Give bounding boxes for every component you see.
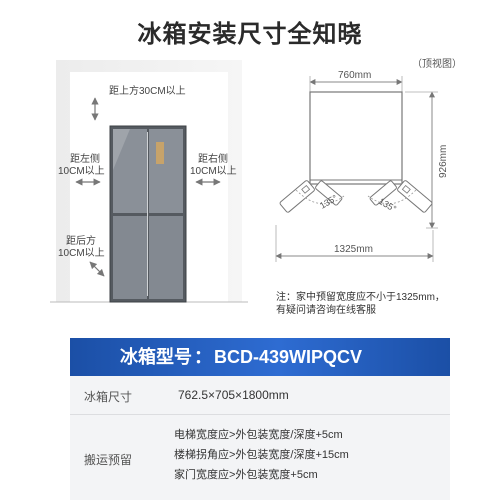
model-label: 冰箱型号 [120,347,192,367]
fridge-door-top-right [149,129,183,213]
fridge-sheen [113,129,130,170]
right-angle-label: 135° [377,196,398,214]
left-inner-door-open [315,180,343,206]
spec-row-transport: 搬运预留 电梯宽度应>外包装宽度/深度+5cm 楼梯拐角应>外包装宽度/深度+1… [70,414,450,501]
page-title: 冰箱安装尺寸全知晓 [137,21,363,48]
back-clearance-label-2: 10CM以上 [58,247,105,259]
model-separator: ： [194,347,212,367]
left-clearance-label-1: 距左侧 [70,152,100,165]
spec-table: 冰箱尺寸 762.5×705×1800mm 搬运预留 电梯宽度应>外包装宽度/深… [70,376,450,500]
fridge-display [156,142,164,164]
transport-label: 搬运预留 [84,453,133,467]
back-clearance-label-1: 距后方 [66,234,96,247]
note-line-1: 注：家中预留宽度应不小于1325mm， [276,292,445,303]
note-line-2: 有疑问请咨询在线客服 [276,305,376,316]
span-dimension-label: 1325mm [334,244,373,255]
installation-note: 注：家中预留宽度应不小于1325mm， 有疑问请咨询在线客服 [276,291,445,317]
transport-line-elevator: 电梯宽度应>外包装宽度/深度+5cm [174,429,343,441]
back-clearance-arrow [89,261,105,277]
left-clearance-label-2: 10CM以上 [58,165,105,177]
model-value: BCD-439WIPQCV [214,347,363,367]
transport-line-door: 家门宽度应>外包装宽度+5cm [174,469,318,481]
size-value: 762.5×705×1800mm [178,388,289,402]
width-dimension-label: 760mm [338,70,371,81]
top-view-caption: （顶视图） [412,57,462,70]
spec-row-size: 冰箱尺寸 762.5×705×1800mm [70,376,450,414]
right-swing-arc [367,189,417,204]
installation-sketch: 距上方30CM以上 距左侧 10CM以上 距右侧 10CM以上 距后方 10CM… [50,60,248,303]
right-door-open [397,180,433,213]
right-clearance-label-1: 距右侧 [198,152,228,165]
right-clearance-label-2: 10CM以上 [190,165,237,177]
fridge-illustration [109,125,187,303]
left-swing-arc [295,189,345,204]
transport-line-stairs: 楼梯拐角应>外包装宽度/深度+15cm [174,449,349,461]
fridge-door-bottom-right [149,216,183,299]
size-label: 冰箱尺寸 [84,390,133,404]
model-bar: 冰箱型号：BCD-439WIPQCV [70,338,450,376]
fridge-door-top-left [113,129,147,213]
depth-dimension-label: 926mm [438,145,449,178]
top-view-cabinet [309,91,403,185]
top-clearance-label: 距上方30CM以上 [109,84,186,97]
fridge-door-bottom-left [113,216,147,299]
right-inner-door-open [369,180,397,206]
installation-diagram: 距上方30CM以上 距左侧 10CM以上 距右侧 10CM以上 距后方 10CM… [50,57,462,303]
left-door-open [279,180,315,213]
top-view-diagram: （顶视图） 760mm 926mm 135° 135° [275,57,462,262]
